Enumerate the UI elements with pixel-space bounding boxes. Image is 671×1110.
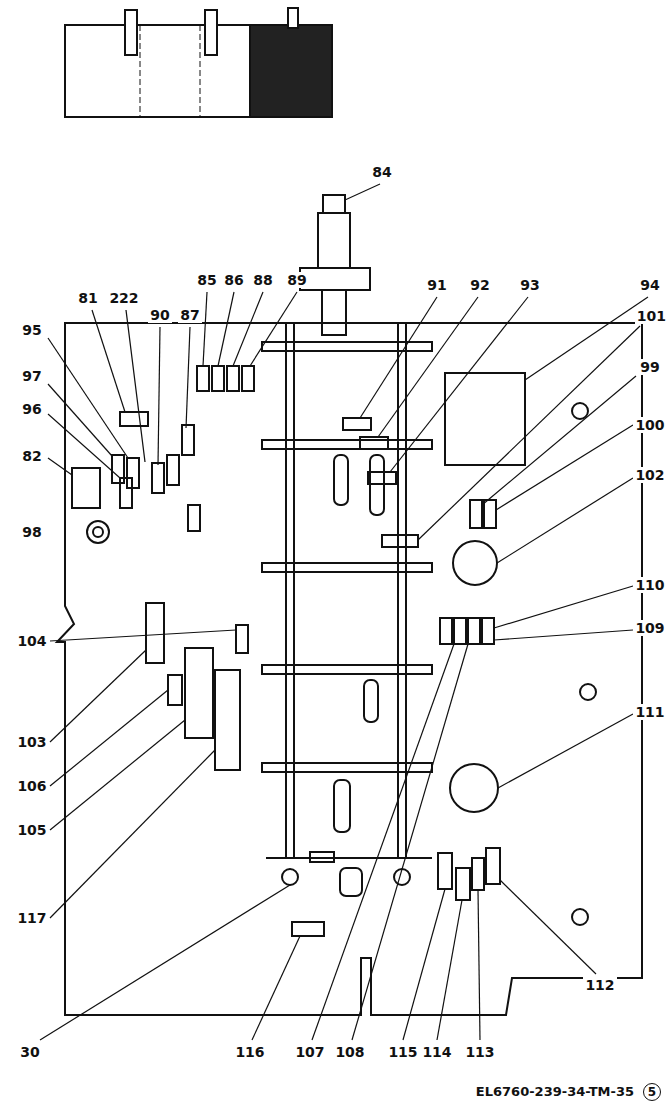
callout-number: 106 bbox=[15, 778, 48, 794]
callout-number: 111 bbox=[633, 704, 666, 720]
callout-number: 101 bbox=[635, 308, 668, 324]
callout-number: 89 bbox=[285, 272, 308, 288]
callout-number: 98 bbox=[20, 524, 43, 540]
callout-number: 104 bbox=[15, 633, 48, 649]
callout-number: 88 bbox=[251, 272, 274, 288]
callout-number: 92 bbox=[468, 277, 491, 293]
callout-number: 102 bbox=[633, 467, 666, 483]
callout-number: 108 bbox=[333, 1044, 366, 1060]
callout-number: 95 bbox=[20, 322, 43, 338]
callout-number: 117 bbox=[15, 910, 48, 926]
callout-number: 85 bbox=[195, 272, 218, 288]
callout-number: 96 bbox=[20, 401, 43, 417]
figure-caption: EL6760-239-34-TM-35 bbox=[474, 1084, 636, 1100]
callout-number: 99 bbox=[638, 359, 661, 375]
callout-number: 30 bbox=[18, 1044, 41, 1060]
callout-number: 100 bbox=[633, 417, 666, 433]
callout-number: 81 bbox=[76, 290, 99, 306]
callout-number: 82 bbox=[20, 448, 43, 464]
callout-number: 115 bbox=[386, 1044, 419, 1060]
callout-number: 107 bbox=[293, 1044, 326, 1060]
callout-number: 87 bbox=[178, 307, 201, 323]
callout-number: 114 bbox=[420, 1044, 453, 1060]
sheet-number: 5 bbox=[643, 1083, 661, 1101]
callout-number: 109 bbox=[633, 620, 666, 636]
callout-number: 222 bbox=[107, 290, 140, 306]
callout-number: 97 bbox=[20, 368, 43, 384]
callout-number: 116 bbox=[233, 1044, 266, 1060]
callout-number: 110 bbox=[633, 577, 666, 593]
callout-number: 86 bbox=[222, 272, 245, 288]
callout-number: 93 bbox=[518, 277, 541, 293]
callout-number: 94 bbox=[638, 277, 661, 293]
callout-number: 84 bbox=[370, 164, 393, 180]
callout-number: 113 bbox=[463, 1044, 496, 1060]
callout-number: 90 bbox=[148, 307, 171, 323]
callout-number: 112 bbox=[583, 977, 616, 993]
callout-number: 103 bbox=[15, 734, 48, 750]
callout-number: 105 bbox=[15, 822, 48, 838]
callout-number: 91 bbox=[425, 277, 448, 293]
